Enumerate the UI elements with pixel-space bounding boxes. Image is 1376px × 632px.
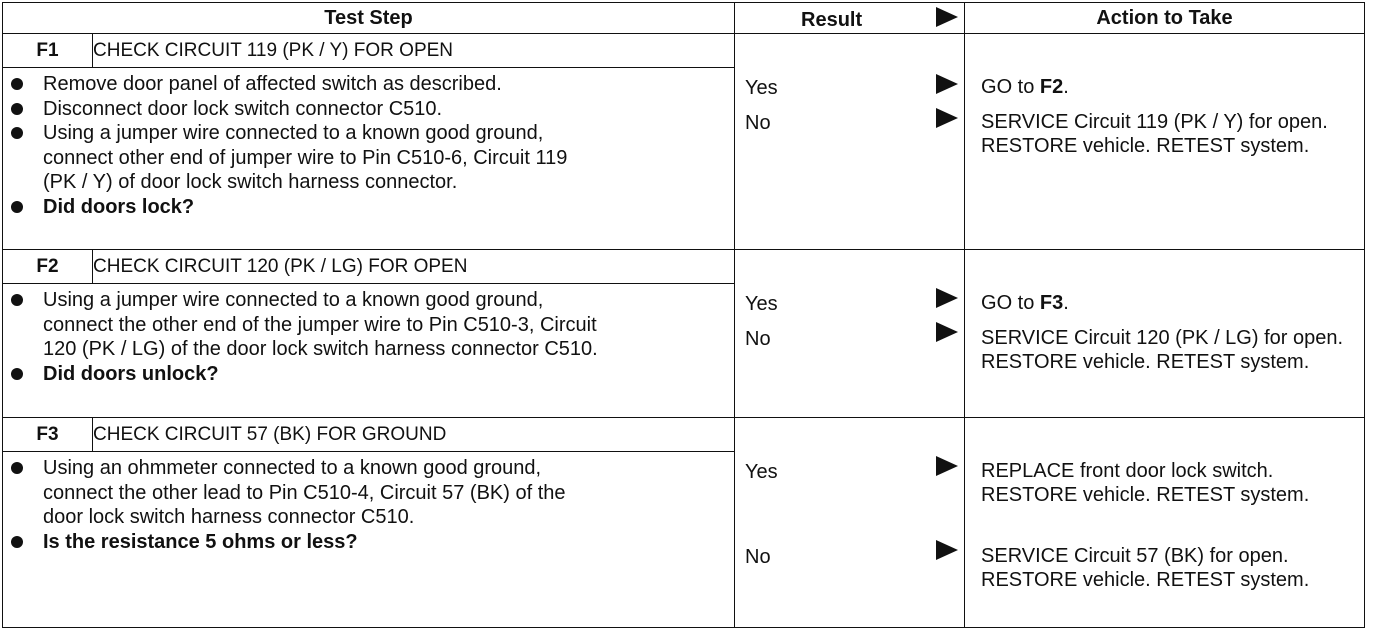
step-instructions: Using a jumper wire connected to a known… xyxy=(3,284,734,386)
instruction-text: Remove door panel of affected switch as … xyxy=(43,73,502,95)
arrow-right-icon xyxy=(936,108,959,128)
instruction-item: Disconnect door lock switch connector C5… xyxy=(11,97,734,122)
step-body-row: Using an ohmmeter connected to a known g… xyxy=(1,451,1365,628)
bullet-icon xyxy=(11,78,23,90)
result-cell: Yes No xyxy=(734,249,966,418)
action-text-end: . xyxy=(1063,292,1069,314)
header-result-label: Result xyxy=(801,9,863,31)
step-body: Using an ohmmeter connected to a known g… xyxy=(1,451,736,628)
instruction-item: Remove door panel of affected switch as … xyxy=(11,72,734,97)
step-instructions: Remove door panel of affected switch as … xyxy=(3,68,734,219)
step-title: CHECK CIRCUIT 119 (PK / Y) FOR OPEN xyxy=(91,33,736,68)
action-yes: GO to F2. xyxy=(981,75,1348,99)
instruction-item: Using an ohmmeter connected to a known g… xyxy=(11,456,583,530)
step-body-row: Using a jumper wire connected to a known… xyxy=(1,283,1365,418)
question-item: Did doors lock? xyxy=(11,195,734,220)
step-instructions: Using an ohmmeter connected to a known g… xyxy=(3,452,734,554)
instruction-text: Disconnect door lock switch connector C5… xyxy=(43,97,443,120)
bullet-icon xyxy=(11,535,23,548)
result-yes: Yes xyxy=(745,77,778,99)
result-cell: Yes No xyxy=(734,417,966,628)
header-row: Test Step Result Action to Take xyxy=(1,2,1366,34)
result-no: No xyxy=(745,546,771,568)
step-title-row: F1 CHECK CIRCUIT 119 (PK / Y) FOR OPEN Y… xyxy=(2,33,1366,250)
bullet-icon xyxy=(11,102,23,115)
arrow-right-icon xyxy=(936,288,959,308)
header-test-step: Test Step xyxy=(1,2,736,34)
arrow-right-icon xyxy=(936,74,959,94)
result-yes: Yes xyxy=(745,461,778,483)
action-yes: REPLACE front door lock switch. RESTORE … xyxy=(981,460,1310,506)
step-id: F2 xyxy=(2,249,93,284)
instruction-text: Using an ohmmeter connected to a known g… xyxy=(43,457,566,528)
question-text: Is the resistance 5 ohms or less? xyxy=(43,530,358,553)
result-cell: Yes No xyxy=(734,33,966,250)
question-text: Did doors unlock? xyxy=(43,362,219,385)
arrow-right-icon xyxy=(936,540,959,560)
action-step-ref: F2 xyxy=(1039,76,1064,98)
result-yes: Yes xyxy=(745,293,778,315)
action-no: SERVICE Circuit 120 (PK / LG) for open. … xyxy=(981,327,1344,373)
action-cell: REPLACE front door lock switch. RESTORE … xyxy=(964,417,1366,628)
action-cell: GO to F2. SERVICE Circuit 119 (PK / Y) f… xyxy=(964,33,1366,250)
instruction-text: Using a jumper wire connected to a known… xyxy=(43,289,598,360)
action-text: GO to xyxy=(981,292,1040,314)
action-text-end: . xyxy=(1063,76,1069,98)
action-no: SERVICE Circuit 119 (PK / Y) for open. R… xyxy=(981,111,1328,157)
arrow-right-icon xyxy=(936,456,959,476)
arrow-right-icon xyxy=(936,322,959,342)
step-title-row: F3 CHECK CIRCUIT 57 (BK) FOR GROUND Yes … xyxy=(2,417,1366,628)
step-title-row: F2 CHECK CIRCUIT 120 (PK / LG) FOR OPEN … xyxy=(2,249,1366,418)
header-result: Result xyxy=(734,2,966,34)
arrow-right-icon xyxy=(936,7,959,27)
question-text: Did doors lock? xyxy=(43,195,195,218)
result-no: No xyxy=(745,328,771,350)
instruction-text: Using a jumper wire connected to a known… xyxy=(43,122,568,193)
step-title: CHECK CIRCUIT 57 (BK) FOR GROUND xyxy=(91,417,736,452)
step-id: F3 xyxy=(2,417,93,452)
result-no: No xyxy=(745,112,771,134)
question-item: Is the resistance 5 ohms or less? xyxy=(11,530,734,555)
action-no: SERVICE Circuit 57 (BK) for open. RESTOR… xyxy=(981,545,1310,591)
step-body-row: Remove door panel of affected switch as … xyxy=(1,67,1365,250)
bullet-icon xyxy=(11,367,23,380)
action-yes: GO to F3. xyxy=(981,291,1348,315)
bullet-icon xyxy=(11,127,23,139)
step-body: Remove door panel of affected switch as … xyxy=(1,67,736,250)
step-title: CHECK CIRCUIT 120 (PK / LG) FOR OPEN xyxy=(91,249,736,284)
bullet-icon xyxy=(11,200,23,213)
instruction-item: Using a jumper wire connected to a known… xyxy=(11,121,583,195)
instruction-item: Using a jumper wire connected to a known… xyxy=(11,288,603,362)
action-step-ref: F3 xyxy=(1039,292,1064,314)
step-body: Using a jumper wire connected to a known… xyxy=(1,283,736,418)
question-item: Did doors unlock? xyxy=(11,362,734,387)
header-action: Action to Take xyxy=(964,2,1366,34)
bullet-icon xyxy=(11,462,23,474)
action-cell: GO to F3. SERVICE Circuit 120 (PK / LG) … xyxy=(964,249,1366,418)
step-id: F1 xyxy=(2,33,93,68)
bullet-icon xyxy=(11,294,23,306)
action-text: GO to xyxy=(981,76,1040,98)
